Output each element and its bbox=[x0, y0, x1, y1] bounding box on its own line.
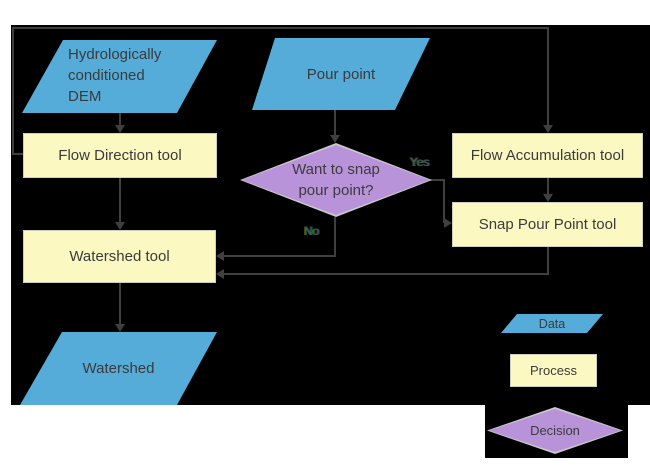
connector-snappourpoint-watershedtool bbox=[224, 273, 549, 275]
arrowhead-watershedtool-top bbox=[115, 222, 125, 230]
edge-label-no: No bbox=[304, 224, 320, 238]
watershed-tool-label: Watershed tool bbox=[69, 248, 170, 265]
connector-flowdirection-watershedtool bbox=[119, 177, 121, 223]
connector-no-horizontal bbox=[224, 255, 336, 257]
arrowhead-watershedtool-right-upper bbox=[216, 251, 224, 261]
connector-flowdirection-up bbox=[12, 27, 14, 155]
snap-pour-point-label: Snap Pour Point tool bbox=[478, 216, 617, 233]
connector-dem-flowdirection bbox=[119, 113, 121, 127]
flow-direction-label: Flow Direction tool bbox=[58, 147, 182, 164]
connector-flowaccumulation-snappourpoint bbox=[547, 178, 549, 195]
arrowhead-watershedtool-right-lower bbox=[216, 269, 224, 279]
legend-process-label: Process bbox=[530, 363, 577, 378]
dem-label: Hydrologically conditioned DEM bbox=[68, 46, 162, 105]
node-snap-pour-point: Snap Pour Point tool bbox=[452, 202, 643, 247]
node-flow-accumulation: Flow Accumulation tool bbox=[452, 133, 643, 178]
flow-accumulation-label: Flow Accumulation tool bbox=[470, 147, 625, 164]
connector-watershedtool-watershed bbox=[119, 283, 121, 325]
legend-data-label: Data bbox=[538, 316, 566, 331]
arrowhead-flowaccumulation bbox=[543, 125, 553, 133]
arrowhead-dem-flowdirection bbox=[115, 125, 125, 133]
connector-yes-horizontal bbox=[430, 179, 445, 181]
arrowhead-decision-top bbox=[330, 135, 340, 143]
connector-yes-vertical bbox=[443, 179, 445, 223]
node-watershed-tool: Watershed tool bbox=[23, 230, 216, 283]
node-pour-point: Pour point bbox=[252, 38, 430, 110]
connector-down-to-flowaccumulation bbox=[547, 27, 549, 127]
connector-flowdirection-top bbox=[12, 27, 549, 29]
legend-item-data: Data bbox=[501, 314, 603, 333]
connector-flowdirection-out-left bbox=[12, 153, 24, 155]
arrowhead-watershed-top bbox=[115, 324, 125, 332]
connector-no-vertical bbox=[334, 217, 336, 257]
arrowhead-snappourpoint-left bbox=[444, 218, 452, 228]
node-flow-direction: Flow Direction tool bbox=[23, 133, 217, 178]
arrowhead-snappourpoint-top bbox=[543, 194, 553, 202]
connector-snappourpoint-down bbox=[547, 247, 549, 275]
connector-pourpoint-decision bbox=[334, 110, 336, 137]
pour-point-label: Pour point bbox=[306, 65, 376, 83]
edge-label-yes: Yes bbox=[410, 155, 430, 169]
legend-item-process: Process bbox=[510, 354, 597, 387]
watershed-label: Watershed bbox=[82, 360, 155, 377]
